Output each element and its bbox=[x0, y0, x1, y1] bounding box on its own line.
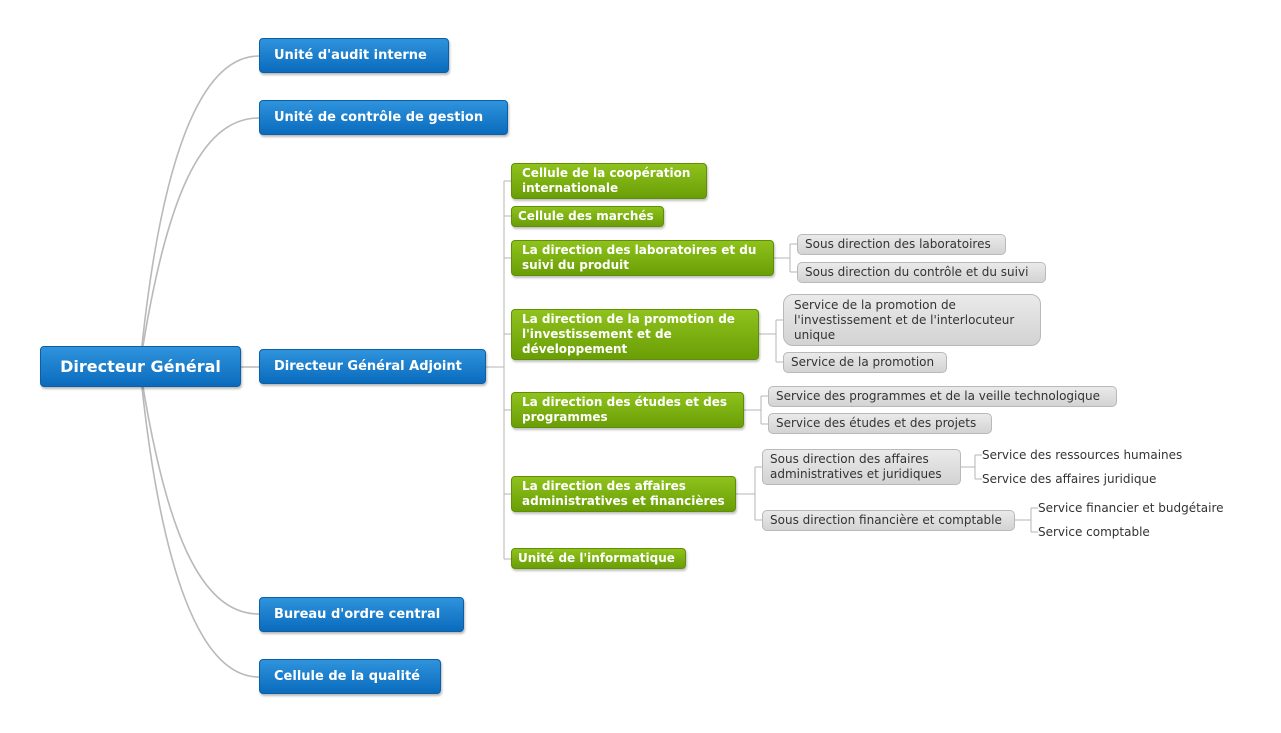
connector-bureau bbox=[139, 367, 260, 615]
node-service-promotion-investissement[interactable]: Service de la promotion de l'investissem… bbox=[783, 294, 1041, 346]
node-service-ressources-humaines[interactable]: Service des ressources humaines bbox=[982, 448, 1183, 462]
node-sd-affaires-administratives[interactable]: Sous direction des affaires administrati… bbox=[762, 449, 961, 485]
node-directeur-general-adjoint[interactable]: Directeur Général Adjoint bbox=[259, 349, 486, 384]
node-direction-affaires[interactable]: La direction des affaires administrative… bbox=[511, 476, 736, 512]
node-service-promotion[interactable]: Service de la promotion bbox=[783, 352, 947, 373]
node-cellule-marches[interactable]: Cellule des marchés bbox=[511, 206, 664, 227]
node-service-affaires-juridique[interactable]: Service des affaires juridique bbox=[982, 472, 1157, 486]
connector-controle bbox=[139, 117, 260, 366]
node-sd-financiere-comptable[interactable]: Sous direction financière et comptable bbox=[762, 510, 1015, 531]
node-direction-etudes[interactable]: La direction des études et des programme… bbox=[511, 392, 744, 428]
node-cellule-cooperation[interactable]: Cellule de la coopération internationale bbox=[511, 163, 707, 199]
node-service-financier-budgetaire[interactable]: Service financier et budgétaire bbox=[1038, 501, 1224, 515]
node-direction-promotion[interactable]: La direction de la promotion de l'invest… bbox=[511, 309, 759, 360]
node-unite-audit-interne[interactable]: Unité d'audit interne bbox=[259, 38, 449, 73]
node-bureau-ordre-central[interactable]: Bureau d'ordre central bbox=[259, 597, 464, 632]
node-sd-laboratoires[interactable]: Sous direction des laboratoires bbox=[797, 234, 1006, 255]
node-service-etudes-projets[interactable]: Service des études et des projets bbox=[768, 413, 992, 434]
connector-audit bbox=[139, 55, 260, 366]
node-direction-laboratoires[interactable]: La direction des laboratoires et du suiv… bbox=[511, 240, 774, 276]
node-cellule-qualite[interactable]: Cellule de la qualité bbox=[259, 659, 441, 694]
node-unite-controle-gestion[interactable]: Unité de contrôle de gestion bbox=[259, 100, 508, 135]
node-unite-informatique[interactable]: Unité de l'informatique bbox=[511, 548, 686, 569]
root-node-directeur-general[interactable]: Directeur Général bbox=[40, 346, 241, 387]
node-service-comptable[interactable]: Service comptable bbox=[1038, 525, 1150, 539]
connector-qualite bbox=[139, 367, 260, 678]
node-service-programmes-veille[interactable]: Service des programmes et de la veille t… bbox=[768, 386, 1117, 407]
node-sd-controle-suivi[interactable]: Sous direction du contrôle et du suivi bbox=[797, 262, 1046, 283]
